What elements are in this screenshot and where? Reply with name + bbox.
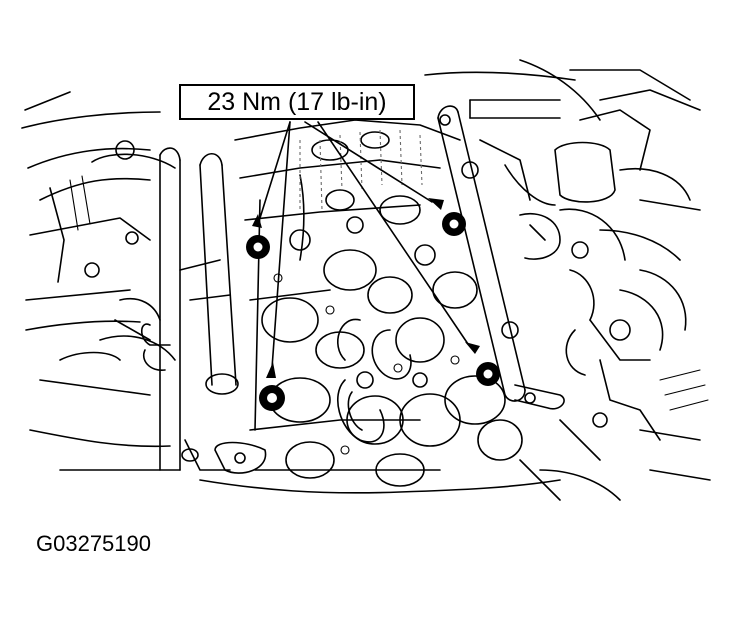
bolt-2 xyxy=(259,385,285,411)
bolt-3 xyxy=(442,212,466,236)
figure-id: G03275190 xyxy=(36,531,151,556)
torque-label: 23 Nm (17 lb-in) xyxy=(207,88,387,116)
bolt-4 xyxy=(476,362,500,386)
torque-callout: 23 Nm (17 lb-in) xyxy=(179,84,415,120)
bolt-1 xyxy=(246,235,270,259)
